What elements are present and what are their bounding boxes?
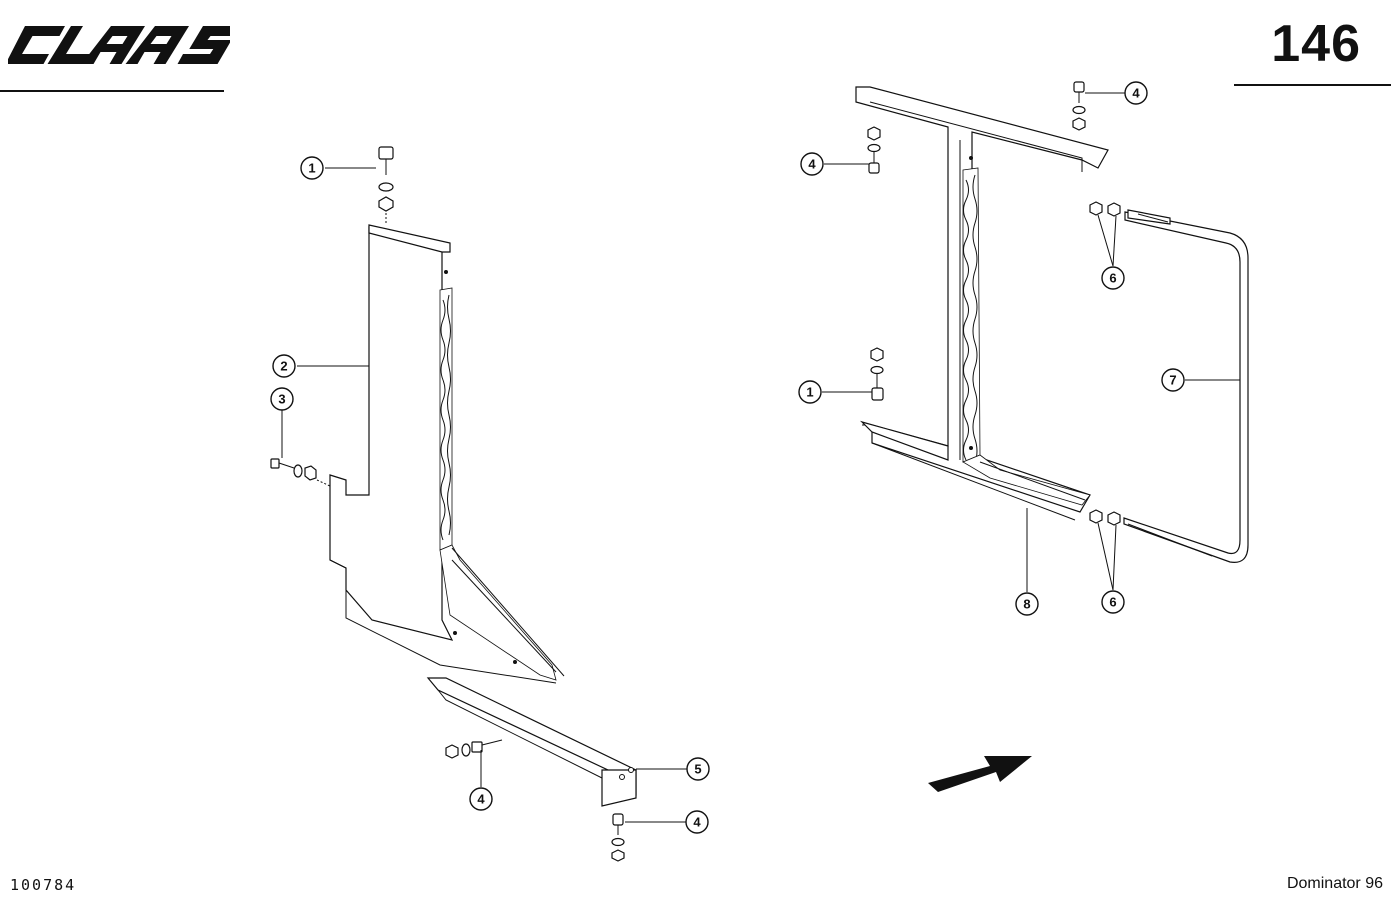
callout-4: 4: [469, 787, 493, 811]
svg-text:5: 5: [694, 762, 701, 777]
claas-logo: [5, 22, 244, 73]
callout-3: 3: [270, 387, 294, 411]
bolt-icon: [378, 146, 394, 225]
callout-6: 6: [1101, 266, 1125, 290]
direction-arrow: [928, 756, 1032, 792]
svg-text:6: 6: [1109, 271, 1116, 286]
callout-2: 2: [272, 354, 296, 378]
callout-7: 7: [1161, 368, 1185, 392]
nut-icon: [1089, 509, 1121, 526]
rubber-seal: [1123, 211, 1249, 563]
guard-plate: [329, 226, 454, 641]
svg-text:6: 6: [1109, 595, 1116, 610]
header-rule-right: [1234, 84, 1391, 86]
svg-text:4: 4: [693, 815, 701, 830]
svg-text:4: 4: [477, 792, 485, 807]
svg-text:3: 3: [278, 392, 285, 407]
callout-6: 6: [1101, 590, 1125, 614]
svg-text:4: 4: [1132, 86, 1140, 101]
left-assembly: [270, 146, 687, 862]
right-assembly: [822, 81, 1249, 792]
callout-5: 5: [686, 757, 710, 781]
guard-frame: [855, 86, 1109, 513]
callout-1: 1: [798, 380, 822, 404]
svg-text:8: 8: [1023, 597, 1030, 612]
header-rule-left: [0, 90, 224, 92]
callout-4: 4: [685, 810, 709, 834]
model-name: Dominator 96: [1286, 875, 1383, 892]
svg-text:1: 1: [806, 385, 813, 400]
claas-logo-graphic: [5, 26, 244, 64]
bolt-icon: [1072, 81, 1086, 131]
svg-text:1: 1: [308, 161, 315, 176]
bolt-icon: [867, 126, 881, 174]
bolt-icon: [870, 347, 884, 401]
callout-4: 4: [800, 152, 824, 176]
bolt-icon: [270, 458, 331, 487]
bolt-icon: [445, 739, 503, 759]
callout-4: 4: [1124, 81, 1148, 105]
page-number: 146: [1271, 15, 1361, 73]
callout-8: 8: [1015, 592, 1039, 616]
callout-1: 1: [300, 156, 324, 180]
drawing-number: 100784: [10, 876, 77, 894]
bolt-icon: [611, 813, 625, 862]
svg-text:7: 7: [1169, 373, 1176, 388]
svg-text:4: 4: [808, 157, 816, 172]
svg-text:2: 2: [280, 359, 287, 374]
nut-icon: [1089, 201, 1121, 217]
